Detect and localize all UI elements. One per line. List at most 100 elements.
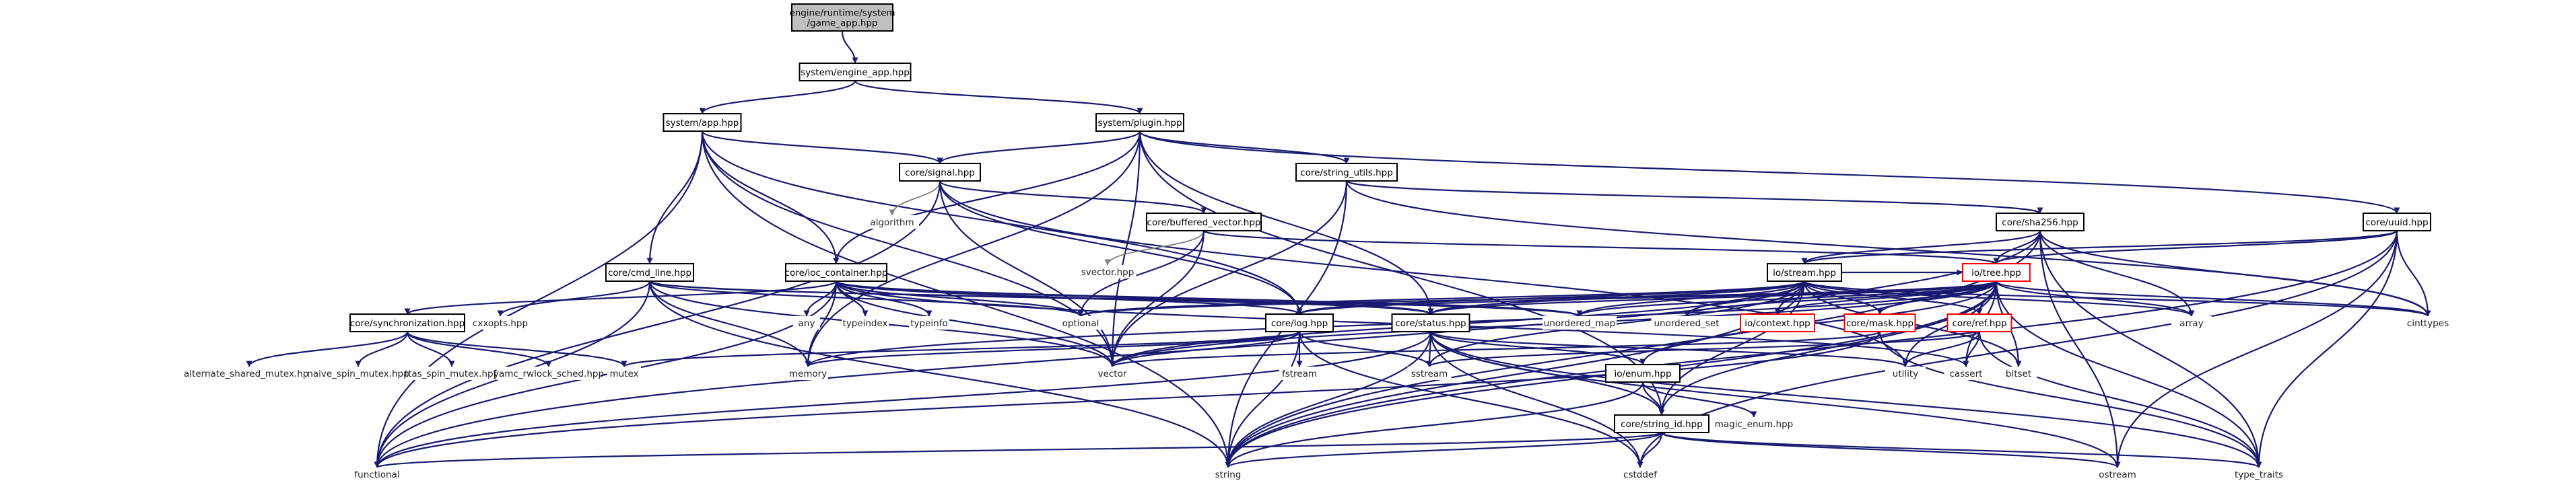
edge-tree-to-unordered_map: [1576, 280, 1998, 317]
edge-plugin-to-string_id: [1139, 130, 1665, 416]
edge-engine_app-to-plugin: [854, 79, 1143, 115]
node-ttas-spin-mutex[interactable]: ttas_spin_mutex.hpp: [405, 367, 499, 380]
edge-ref-to-type_traits: [1978, 331, 2262, 468]
node-label: core/ioc_container.hpp: [785, 268, 888, 278]
node-string[interactable]: string: [1208, 467, 1248, 481]
node-functional[interactable]: functional: [350, 467, 404, 481]
node-signal[interactable]: core/signal.hpp: [899, 163, 981, 182]
node-status[interactable]: core/status.hpp: [1391, 313, 1470, 332]
node-yamc-rwlock-sched[interactable]: yamc_rwlock_sched.hpp: [494, 367, 604, 380]
node-label: fstream: [1282, 369, 1317, 379]
node-bitset[interactable]: bitset: [2000, 367, 2037, 380]
node-unordered-map[interactable]: unordered_map: [1543, 316, 1617, 330]
node-synchronization[interactable]: core/synchronization.hpp: [349, 313, 465, 332]
edge-stream-to-mask: [1803, 280, 1883, 315]
node-ioc-container[interactable]: core/ioc_container.hpp: [785, 263, 888, 282]
node-box: [1614, 414, 1709, 433]
edge-string_utils-to-vector: [1109, 180, 1348, 367]
node-box: [799, 63, 912, 81]
node-label: algorithm: [870, 217, 914, 228]
node-cstddef[interactable]: cstddef: [1618, 467, 1662, 481]
edge-synchronization-to-ttas_spin_mutex: [406, 331, 455, 367]
node-game-app[interactable]: engine/runtime/system/game_app.hpp: [789, 3, 895, 32]
node-sha256[interactable]: core/sha256.hpp: [1996, 213, 2084, 231]
node-algorithm[interactable]: algorithm: [865, 215, 919, 229]
node-label: core/mask.hpp: [1846, 318, 1913, 329]
node-ref[interactable]: core/ref.hpp: [1946, 313, 2012, 332]
edge-signal-to-algorithm: [889, 180, 941, 216]
node-sstream[interactable]: sstream: [1407, 367, 1452, 380]
node-label: io/enum.hpp: [1614, 369, 1671, 379]
edge-log-to-mutex: [621, 330, 1301, 368]
node-box: [1651, 316, 1722, 330]
node-label: svector.hpp: [1081, 267, 1134, 278]
node-app[interactable]: system/app.hpp: [663, 113, 742, 132]
node-label: core/sha256.hpp: [2002, 217, 2078, 228]
node-plugin[interactable]: system/plugin.hpp: [1095, 113, 1184, 132]
edge-status-to-cstddef: [1429, 331, 1643, 468]
edge-app-to-signal: [701, 130, 943, 164]
node-engine-app[interactable]: system/engine_app.hpp: [799, 63, 912, 81]
node-typeinfo[interactable]: typeinfo: [909, 316, 949, 330]
node-mask[interactable]: core/mask.hpp: [1843, 313, 1916, 332]
node-string-utils[interactable]: core/string_utils.hpp: [1295, 163, 1398, 182]
node-unordered-set[interactable]: unordered_set: [1651, 316, 1722, 330]
edge-enum-to-string_id: [1641, 381, 1665, 416]
node-cassert[interactable]: cassert: [1944, 367, 1988, 380]
edge-string_id-to-string: [1225, 431, 1663, 469]
node-type-traits[interactable]: type_traits: [2229, 467, 2289, 481]
node-context[interactable]: io/context.hpp: [1740, 313, 1815, 332]
node-svector[interactable]: svector.hpp: [1079, 265, 1137, 278]
node-label: string: [1215, 470, 1242, 480]
node-utility[interactable]: utility: [1885, 367, 1926, 380]
node-label: array: [2179, 318, 2203, 329]
edge-ref-to-cassert: [1963, 331, 1981, 367]
node-any[interactable]: any: [793, 316, 820, 330]
edge-plugin-to-string_utils: [1139, 130, 1350, 164]
node-buffered-vector[interactable]: core/buffered_vector.hpp: [1146, 213, 1262, 231]
edge-app-to-cmd_line: [646, 130, 704, 264]
node-box: [1962, 263, 2031, 282]
node-string-id[interactable]: core/string_id.hpp: [1614, 414, 1709, 433]
node-memory[interactable]: memory: [788, 367, 828, 380]
node-cmd-line[interactable]: core/cmd_line.hpp: [605, 263, 694, 282]
edge-tree-to-status: [1427, 280, 1998, 315]
node-optional[interactable]: optional: [1057, 316, 1104, 330]
edge-buffered_vector-to-optional: [1077, 230, 1205, 317]
node-naive-spin-mutex[interactable]: naive_spin_mutex.hpp: [307, 367, 409, 380]
node-typeindex[interactable]: typeindex: [842, 316, 889, 330]
edge-sha256-to-ostream: [2039, 230, 2121, 468]
node-box: [350, 467, 404, 481]
node-label: bitset: [2006, 369, 2031, 379]
node-ostream[interactable]: ostream: [2095, 467, 2140, 481]
edge-signal-to-vector: [939, 180, 1116, 367]
node-box: [1740, 313, 1815, 332]
node-magic-enum[interactable]: magic_enum.hpp: [1715, 417, 1793, 430]
edge-sha256-to-type_traits: [2039, 230, 2262, 468]
edge-stream-to-cinttypes: [1803, 280, 2431, 317]
node-enum[interactable]: io/enum.hpp: [1605, 364, 1681, 383]
node-vector[interactable]: vector: [1092, 367, 1132, 380]
edge-tree-to-array: [1995, 280, 2195, 317]
node-uuid[interactable]: core/uuid.hpp: [2363, 213, 2431, 231]
node-box: [605, 263, 694, 282]
node-log[interactable]: core/log.hpp: [1265, 313, 1334, 332]
node-box: [2000, 367, 2037, 380]
node-cinttypes[interactable]: cinttypes: [2401, 316, 2455, 330]
node-mutex[interactable]: mutex: [607, 367, 641, 380]
edge-string_id-to-type_traits: [1660, 431, 2262, 469]
node-box: [1265, 313, 1334, 332]
node-label: memory: [789, 369, 827, 379]
node-fstream[interactable]: fstream: [1279, 367, 1320, 380]
node-array[interactable]: array: [2171, 316, 2212, 330]
node-stream[interactable]: io/stream.hpp: [1767, 263, 1842, 282]
node-tree[interactable]: io/tree.hpp: [1962, 263, 2031, 282]
node-box: [409, 367, 494, 380]
node-box: [1605, 364, 1681, 383]
node-cxxopts[interactable]: cxxopts.hpp: [473, 316, 528, 330]
node-box: [1996, 213, 2084, 231]
node-box: [865, 215, 919, 229]
node-label: unordered_set: [1654, 318, 1719, 329]
node-alternate-shared-mutex[interactable]: alternate_shared_mutex.hpp: [184, 367, 314, 380]
